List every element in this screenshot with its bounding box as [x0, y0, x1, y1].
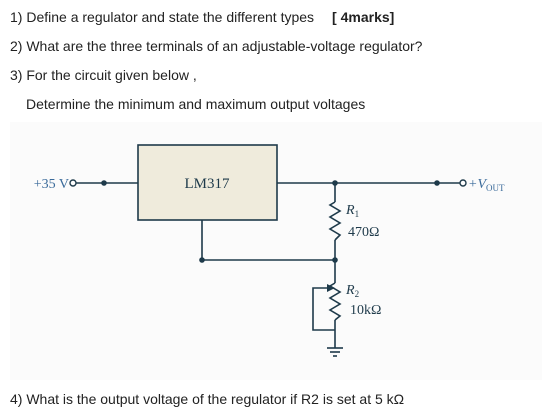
r1-value-label: 470Ω	[348, 225, 379, 240]
junction-dot	[434, 180, 440, 186]
ground-icon	[327, 347, 343, 357]
question-2: 2) What are the three terminals of an ad…	[10, 38, 423, 54]
r1-resistor	[328, 201, 342, 241]
junction-dot	[199, 257, 205, 263]
r2-name: R	[345, 283, 355, 298]
input-voltage-label: +35 V	[34, 177, 69, 192]
output-label-sub: OUT	[486, 183, 505, 193]
r1-name-label: R1	[345, 203, 359, 219]
lm317-ic-box	[137, 144, 278, 221]
question-3: 3) For the circuit given below ,	[10, 67, 197, 83]
r2-name-label: R2	[345, 283, 359, 299]
wiper-arrow-icon	[327, 284, 335, 292]
r1-sub: 1	[355, 209, 360, 219]
question-3-subtext: Determine the minimum and maximum output…	[26, 96, 366, 112]
question-1-text: 1) Define a regulator and state the diff…	[10, 9, 315, 25]
output-label-main: +V	[468, 177, 487, 192]
r2-wiper-wire	[312, 287, 335, 331]
r1-name: R	[345, 203, 355, 218]
output-voltage-label: +VOUT	[468, 177, 505, 193]
junction-dot	[332, 180, 338, 186]
r2-value-label: 10kΩ	[350, 303, 381, 318]
output-terminal	[459, 179, 467, 187]
ic-label: LM317	[185, 176, 231, 192]
input-terminal	[69, 179, 77, 187]
junction-dot	[101, 180, 107, 186]
question-1: 1) Define a regulator and state the diff…	[10, 8, 394, 26]
question-1-marks: [ 4marks]	[332, 9, 395, 25]
r2-sub: 2	[355, 289, 360, 299]
question-4: 4) What is the output voltage of the reg…	[10, 391, 405, 407]
junction-dot	[332, 257, 338, 263]
